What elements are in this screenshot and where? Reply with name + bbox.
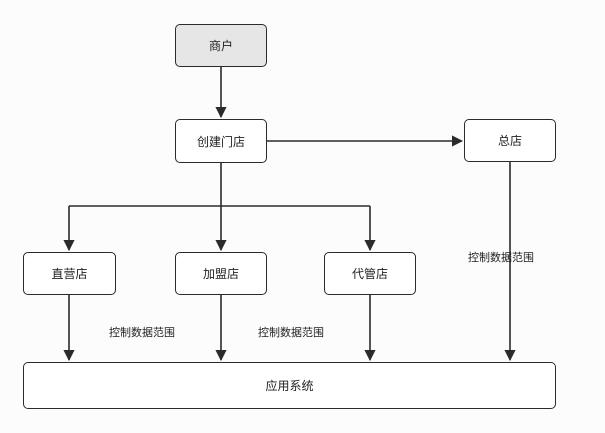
app-system-node: 应用系统 xyxy=(23,362,556,409)
merchant-node-label: 商户 xyxy=(208,39,233,53)
franchise-store-node-label: 加盟店 xyxy=(202,267,239,281)
create-store-node: 创建门店 xyxy=(175,119,267,163)
agency-store-node-label: 代管店 xyxy=(351,267,388,281)
direct-store-node: 直营店 xyxy=(23,252,116,295)
edge-label-direct-franchise-control-scope: 控制数据范围 xyxy=(109,326,175,339)
edge-label-franchise-agency-control-scope: 控制数据范围 xyxy=(258,326,324,339)
franchise-store-node: 加盟店 xyxy=(175,252,267,295)
merchant-node: 商户 xyxy=(175,24,267,67)
edge-label-head-store-control-scope: 控制数据范围 xyxy=(468,251,534,264)
app-system-node-label: 应用系统 xyxy=(265,379,314,393)
head-store-node-label: 总店 xyxy=(497,134,522,148)
agency-store-node: 代管店 xyxy=(324,252,416,295)
head-store-node: 总店 xyxy=(464,119,556,162)
direct-store-node-label: 直营店 xyxy=(51,267,88,281)
create-store-node-label: 创建门店 xyxy=(196,134,245,149)
